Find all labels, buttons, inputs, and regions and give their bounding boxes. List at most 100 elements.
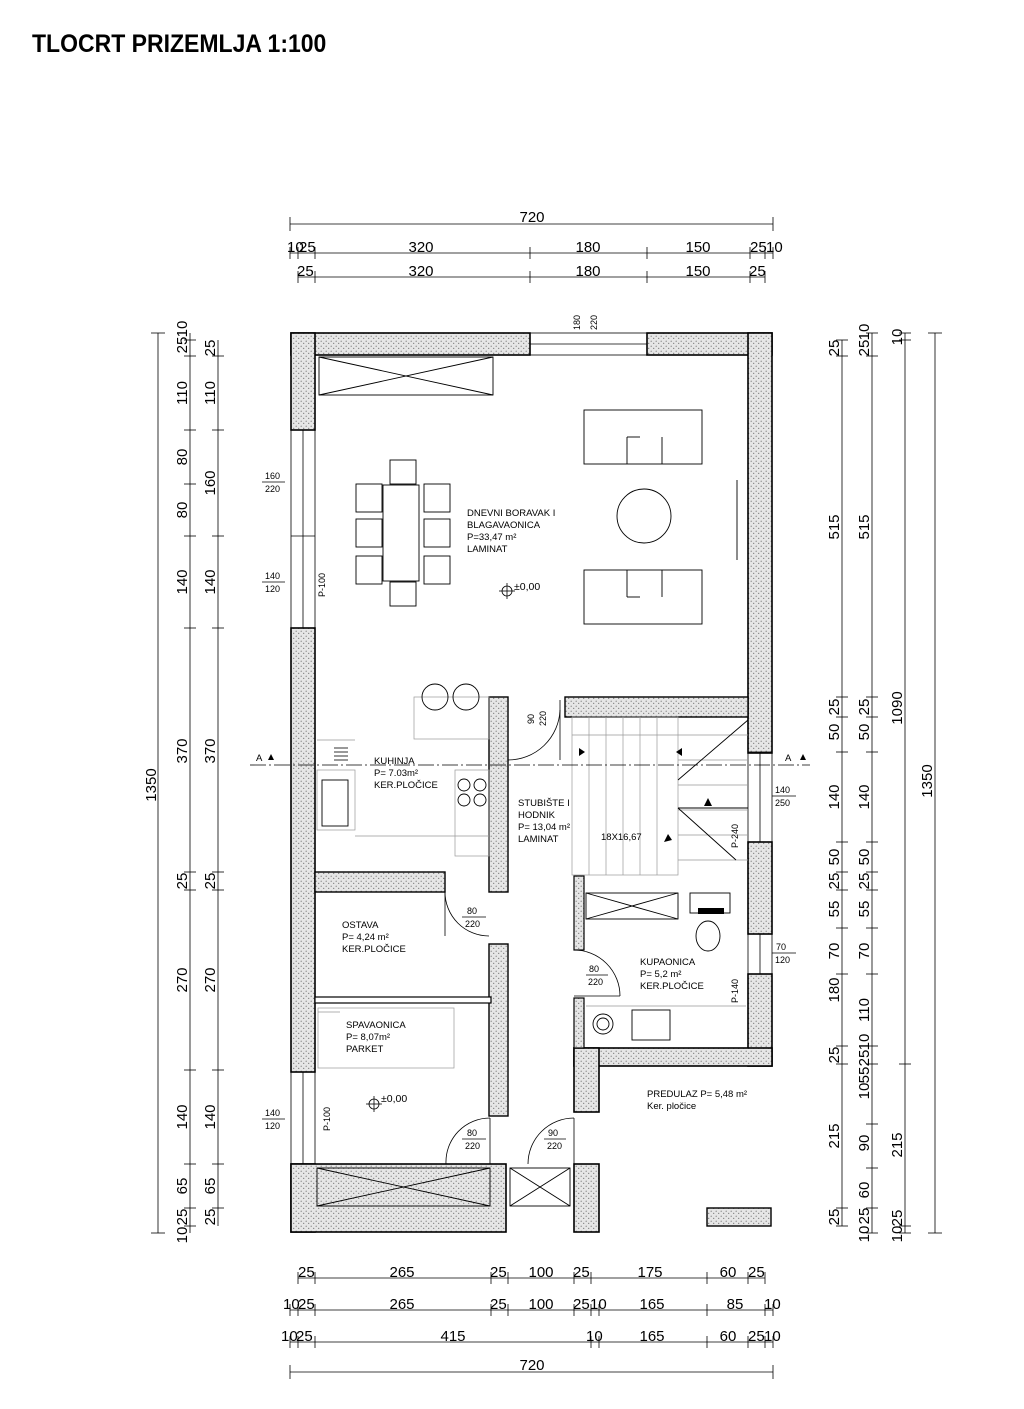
- dim-left2-a: 25: [202, 340, 219, 357]
- dim-right-l: 215: [826, 1123, 843, 1148]
- dim-bot2-g: 10: [590, 1296, 607, 1313]
- dim-left-l: 25: [174, 1209, 191, 1226]
- dim-left2-j: 25: [202, 1209, 219, 1226]
- dim-right2-s: 25: [856, 1208, 873, 1225]
- left-window2-w: 140: [265, 571, 280, 581]
- dim-bot2-f: 25: [573, 1296, 590, 1313]
- bath-area: P= 5,2 m²: [640, 969, 681, 980]
- stairs-label: 18X16,67: [601, 832, 642, 843]
- dim-top1-e: 150: [685, 239, 710, 256]
- dim-right-f: 50: [826, 849, 843, 866]
- dim-left-k: 65: [174, 1178, 191, 1195]
- chair: [355, 555, 383, 585]
- dim-right3-b: 1090: [889, 691, 906, 724]
- dim-bot1-a: 25: [298, 1264, 315, 1281]
- left-window3-w: 140: [265, 1108, 280, 1118]
- dim-right2-d: 50: [856, 724, 873, 741]
- dining-table: [382, 484, 420, 582]
- kitchen-floor: KER.PLOČICE: [374, 780, 438, 791]
- dim-right-d: 25: [826, 699, 843, 716]
- level-marker-icon: [366, 1096, 382, 1112]
- dim-right-total: 1350: [919, 764, 936, 797]
- top-dimensions: 720 10 25 320 180 150 25 10 25 320 180 1…: [287, 209, 783, 283]
- chair: [389, 581, 417, 607]
- dim-right2-a: 25: [856, 340, 873, 357]
- dim-right2-m: 25: [856, 1050, 873, 1067]
- left-window1-w: 160: [265, 471, 280, 481]
- bedroom-name: SPAVAONICA: [346, 1020, 406, 1031]
- level-bedroom: ±0,00: [381, 1093, 407, 1105]
- dim-right2-b: 10: [856, 324, 873, 341]
- bath-name: KUPAONICA: [640, 957, 696, 968]
- top-window-h: 220: [589, 315, 599, 330]
- entry-door-w: 90: [548, 1128, 558, 1138]
- furniture: [316, 356, 749, 1207]
- dim-left-b: 10: [174, 321, 191, 338]
- toilet: [695, 920, 721, 952]
- bottom-dimensions: 25 265 25 100 25 175 60 25 10 25 265 25 …: [281, 1264, 781, 1379]
- opening-labels: 180 220 160 220 140 120 140 120 P-100 P-…: [262, 315, 796, 1151]
- dim-left2-g: 270: [202, 967, 219, 992]
- ostava-name: OSTAVA: [342, 920, 379, 931]
- dim-right-i: 70: [826, 943, 843, 960]
- bed: [317, 1007, 455, 1069]
- dim-right2-n: 55: [856, 1067, 873, 1084]
- bedroom-area: P= 8,07m²: [346, 1032, 390, 1043]
- section-mark-right: A: [785, 753, 792, 764]
- dim-bot2-i: 85: [727, 1296, 744, 1313]
- dim-left-j: 140: [174, 1104, 191, 1129]
- bed-door-h: 220: [465, 1141, 480, 1151]
- dim-right-c: 50: [826, 724, 843, 741]
- dim-right-k: 25: [826, 1047, 843, 1064]
- dim-left-total: 1350: [143, 768, 160, 801]
- living-name-1: DNEVNI BORAVAK I: [467, 508, 555, 519]
- sill-p100-a: P-100: [317, 573, 327, 597]
- left-window3-h: 120: [265, 1121, 280, 1131]
- windows: [290, 332, 773, 1165]
- dim-right2-k: 110: [856, 998, 873, 1022]
- dim-bot1-d: 100: [528, 1264, 553, 1281]
- dim-bot3-h: 10: [764, 1328, 781, 1345]
- bed-door-w: 80: [467, 1128, 477, 1138]
- dim-bot1-c: 25: [490, 1264, 507, 1281]
- dim-left-h: 25: [174, 873, 191, 890]
- plan-title: TLOCRT PRIZEMLJA 1:100: [32, 30, 327, 58]
- dim-right2-o: 10: [856, 1083, 873, 1100]
- stair-window-h: 250: [775, 798, 790, 808]
- living-name-2: BLAGAVAONICA: [467, 520, 541, 531]
- doors: [444, 700, 621, 1165]
- level-marker-icon: [499, 583, 515, 599]
- dim-left2-h: 140: [202, 1104, 219, 1129]
- dim-right3-a: 10: [889, 329, 906, 346]
- left-window2-h: 120: [265, 584, 280, 594]
- coffee-table: [616, 488, 672, 544]
- dim-left-f: 140: [174, 569, 191, 594]
- level-markers: ±0,00 ±0,00: [366, 581, 540, 1112]
- dim-top2-c: 180: [575, 263, 600, 280]
- chair: [355, 483, 383, 513]
- dim-top2-b: 320: [408, 263, 433, 280]
- staircase: [571, 716, 748, 876]
- bath-door-h: 220: [588, 977, 603, 987]
- dim-top1-d: 180: [575, 239, 600, 256]
- sill-p240: P-240: [730, 824, 740, 848]
- ostava-door-h: 220: [465, 919, 480, 929]
- dim-bot2-h: 165: [639, 1296, 664, 1313]
- ostava-area: P= 4,24 m²: [342, 932, 389, 943]
- dim-top2-d: 150: [685, 263, 710, 280]
- section-mark-left: A: [256, 753, 263, 764]
- room-labels: DNEVNI BORAVAK I BLAGAVAONICA P=33,47 m²…: [342, 508, 747, 1112]
- dim-right3-e: 25: [889, 1210, 906, 1227]
- dim-top1-g: 10: [766, 239, 783, 256]
- dim-right-m: 25: [826, 1209, 843, 1226]
- bath-door-w: 80: [589, 964, 599, 974]
- stair-window-w: 140: [775, 785, 790, 795]
- living-area: P=33,47 m²: [467, 532, 516, 543]
- ostava-door-w: 80: [467, 906, 477, 916]
- washbasin: [631, 1009, 671, 1041]
- dim-bot2-j: 10: [764, 1296, 781, 1313]
- dim-right2-q: 60: [856, 1182, 873, 1199]
- dim-left2-f: 25: [202, 873, 219, 890]
- dim-left-e: 80: [174, 502, 191, 519]
- ostava-floor: KER.PLOČICE: [342, 944, 406, 955]
